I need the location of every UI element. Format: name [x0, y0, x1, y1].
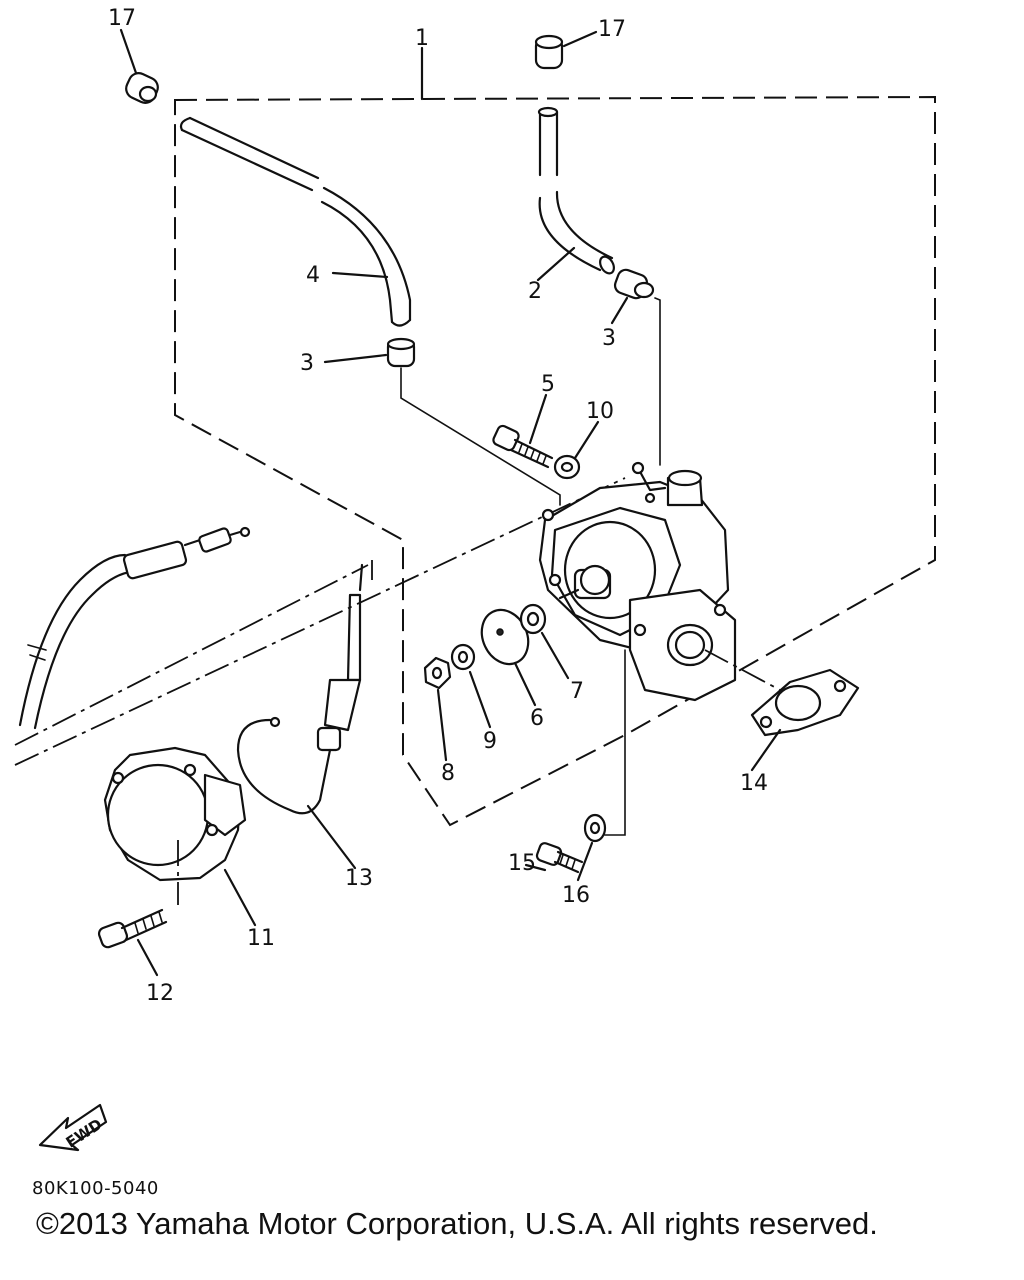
callout-8: 8: [441, 761, 455, 786]
callout-7: 7: [570, 679, 584, 704]
washer-10: [553, 454, 581, 480]
copyright-notice: ©2013 Yamaha Motor Corporation, U.S.A. A…: [36, 1206, 878, 1241]
leader-13: [306, 804, 357, 870]
leader-4: [331, 271, 389, 279]
leader-3-right: [610, 296, 629, 325]
callout-16: 16: [562, 883, 590, 908]
hose-3-right-route: [654, 297, 661, 466]
clip-3-right: [613, 268, 655, 300]
oil-hose-2: [537, 106, 615, 275]
bolt-15: [535, 842, 584, 874]
grommet-17-left: [125, 72, 159, 104]
leader-8: [436, 688, 448, 762]
throttle-cable: [18, 526, 251, 730]
fwd-arrow-icon: FWD: [38, 1103, 108, 1152]
leader-5: [528, 393, 548, 445]
oil-pump-body: [538, 461, 737, 702]
bolt-5: [492, 424, 554, 469]
callout-4: 4: [306, 263, 320, 288]
clip-3-left: [386, 337, 416, 368]
callout-3-left: 3: [300, 351, 314, 376]
leader-7: [540, 631, 570, 680]
callout-9: 9: [483, 729, 497, 754]
leader-17-right: [562, 30, 598, 48]
leader-2: [536, 246, 576, 282]
callout-15: 15: [508, 851, 536, 876]
lock-washer-9: [450, 643, 476, 671]
washer-16-route: [604, 649, 626, 836]
callout-6: 6: [530, 706, 544, 731]
washer-16: [583, 813, 607, 843]
leader-12: [136, 938, 159, 977]
leader-16: [576, 841, 594, 882]
nut-8: [423, 656, 452, 690]
leader-15: [524, 863, 547, 872]
leader-14: [750, 728, 782, 772]
gasket-14: [750, 668, 860, 737]
diagram-reference-code: 80K100-5040: [32, 1178, 159, 1199]
hose-3-left-route: [400, 367, 561, 506]
leader-3-left: [323, 353, 388, 364]
callout-5: 5: [541, 372, 555, 397]
oil-pump-cable-13: [236, 563, 364, 815]
bolt-12: [97, 908, 168, 949]
leader-6: [513, 661, 537, 707]
callout-10: 10: [586, 399, 614, 424]
callout-11: 11: [247, 926, 275, 951]
leader-11: [223, 868, 257, 927]
callout-17-right: 17: [598, 17, 626, 42]
callout-12: 12: [146, 981, 174, 1006]
cover-11: [103, 746, 247, 882]
leader-9: [468, 670, 492, 729]
callout-2: 2: [528, 279, 542, 304]
callout-3-right: 3: [602, 326, 616, 351]
callout-17-left: 17: [108, 6, 136, 31]
gasket-dashdot: [704, 649, 781, 691]
leader-10: [573, 420, 600, 460]
leader-17-left: [119, 28, 138, 75]
callout-13: 13: [345, 866, 373, 891]
grommet-17-right: [534, 34, 564, 70]
oil-hose-4: [179, 116, 412, 327]
callout-14: 14: [740, 771, 768, 796]
assembly-boundary-dashed: [174, 95, 936, 827]
washer-7: [519, 603, 547, 635]
callout-1: 1: [415, 26, 429, 51]
cable-zone-dashdot: [14, 477, 626, 766]
